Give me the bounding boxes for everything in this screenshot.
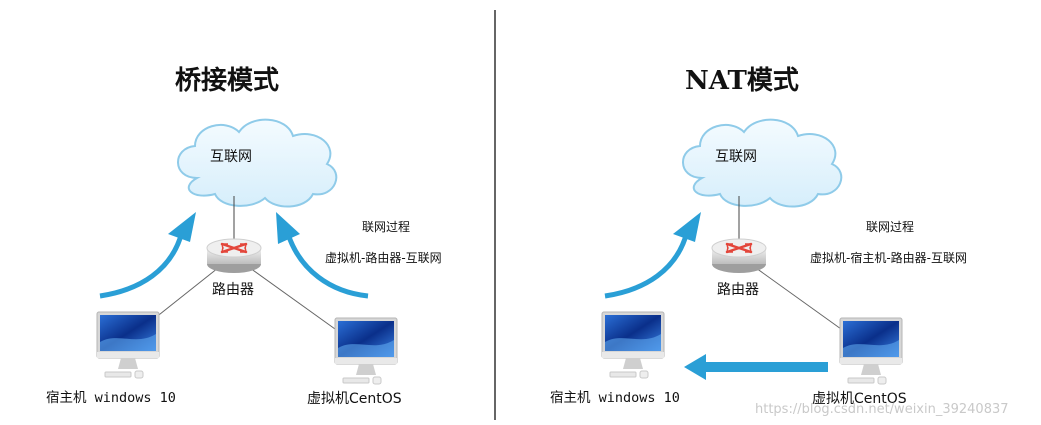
left-host-label: 宿主机 windows 10 <box>46 390 176 406</box>
left-note-title: 联网过程 <box>362 220 411 234</box>
left-host-monitor-icon <box>96 311 160 379</box>
right-cloud-icon <box>681 118 843 208</box>
right-title: NAT模式 <box>685 66 799 96</box>
right-side-curved-arrow-icon <box>276 212 369 299</box>
right-cloud-label: 互联网 <box>715 149 757 165</box>
right-vm-monitor-icon <box>839 317 903 385</box>
right-note-path: 虚拟机-宿主机-路由器-互联网 <box>810 251 967 265</box>
left-curved-arrow-icon <box>99 212 196 299</box>
left-vm-label: 虚拟机CentOS <box>307 391 402 407</box>
left-router-icon <box>205 237 263 275</box>
left-note-path: 虚拟机-路由器-互联网 <box>325 251 442 265</box>
left-title: 桥接模式 <box>175 66 280 96</box>
left-link-router-host <box>149 267 219 323</box>
left-router-label: 路由器 <box>212 282 254 298</box>
right-note-title: 联网过程 <box>866 220 915 234</box>
left-cloud-icon <box>176 118 338 208</box>
left-link-router-vm <box>249 267 343 335</box>
left-cloud-label: 互联网 <box>210 149 252 165</box>
right-curved-arrow-icon <box>604 212 701 299</box>
right-link-router-vm <box>755 267 849 335</box>
right-vm-label: 虚拟机CentOS <box>812 391 907 407</box>
watermark: https://blog.csdn.net/weixin_39240837 <box>755 402 1009 417</box>
right-router-icon <box>710 237 768 275</box>
straight-arrow-icon <box>684 354 828 380</box>
right-router-label: 路由器 <box>717 282 759 298</box>
right-host-label: 宿主机 windows 10 <box>550 390 680 406</box>
left-vm-monitor-icon <box>334 317 398 385</box>
right-host-monitor-icon <box>601 311 665 379</box>
